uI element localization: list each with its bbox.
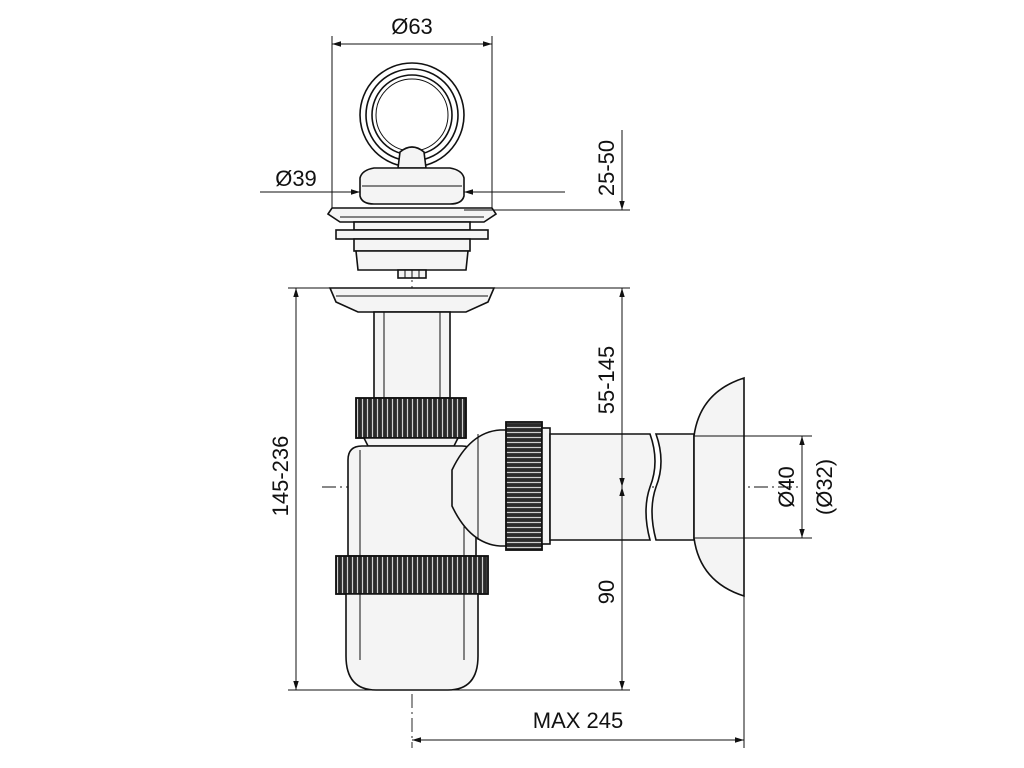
upper-nut	[355, 397, 467, 447]
bottle-cup	[345, 593, 479, 691]
dim-outlet-height: 90	[594, 487, 625, 690]
plug-ring	[359, 62, 465, 168]
wall-rosette	[693, 376, 745, 598]
dim-label-plug-diameter: Ø39	[275, 166, 317, 191]
outlet-elbow	[451, 429, 513, 547]
dim-label-outlet-height: 90	[594, 580, 619, 604]
outlet-pipe	[549, 433, 695, 541]
dim-label-pipe-height: 55-145	[594, 346, 619, 415]
dim-label-strainer-diameter: Ø63	[391, 14, 433, 39]
plug-cap	[359, 146, 465, 205]
dim-max-length: MAX 245	[412, 596, 745, 748]
dim-strainer-diameter: Ø63	[331, 14, 493, 208]
outlet-nut	[505, 421, 551, 551]
tailpipe	[373, 311, 451, 399]
dim-plug-height: 25-50	[464, 130, 630, 211]
strainer	[326, 207, 498, 279]
dim-label-overall-height: 145-236	[268, 436, 293, 517]
lower-nut	[335, 555, 489, 595]
dim-label-outlet-diameter: Ø40	[774, 466, 799, 508]
dim-overall-height: 145-236	[268, 287, 630, 691]
dim-pipe-height: 55-145	[494, 287, 630, 487]
dim-label-plug-height: 25-50	[594, 140, 619, 196]
dim-plug-diameter: Ø39	[260, 166, 565, 195]
dim-label-outlet-diameter-alt: (Ø32)	[812, 459, 837, 515]
dim-outlet-diameter: Ø40 (Ø32)	[694, 435, 837, 539]
dim-label-max-length: MAX 245	[533, 708, 624, 733]
tailpiece-flange	[328, 287, 496, 313]
